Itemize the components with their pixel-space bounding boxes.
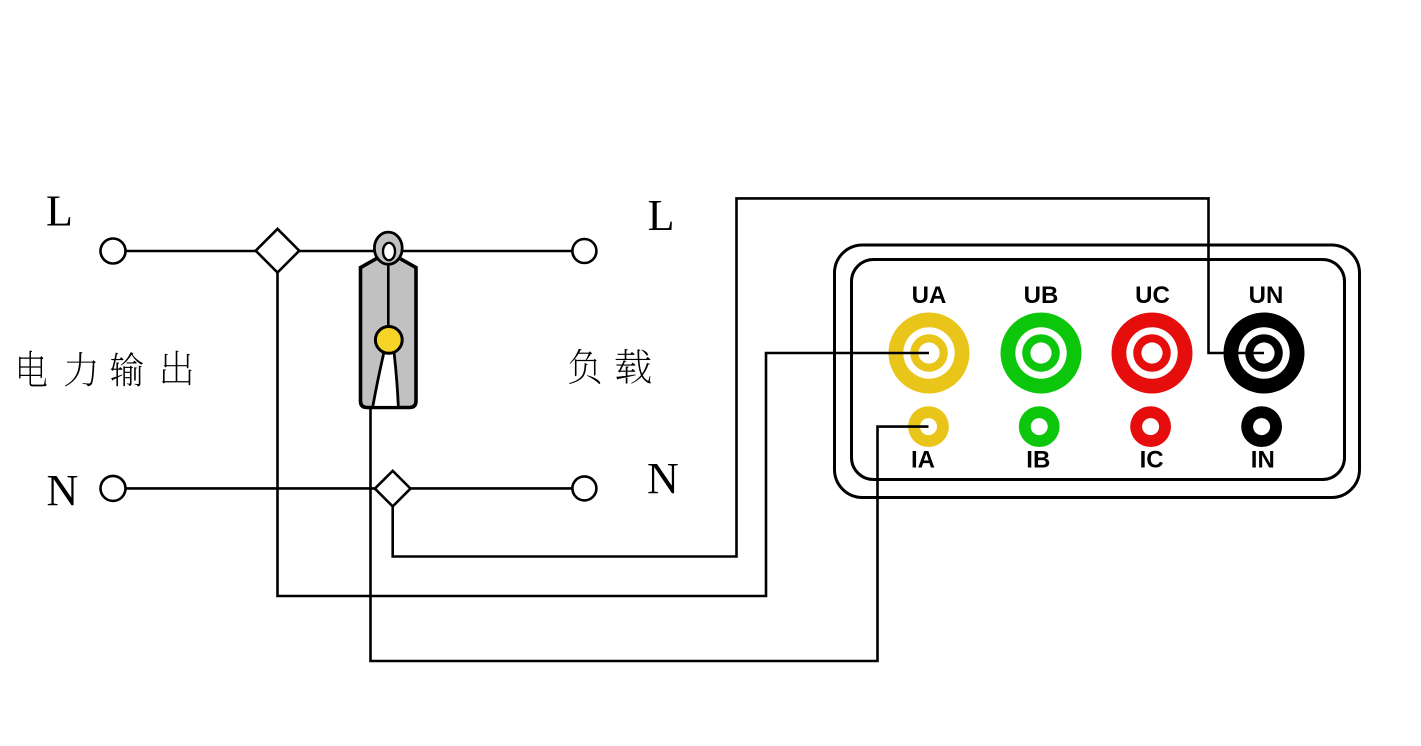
svg-text:N: N [47, 466, 79, 515]
svg-text:UA: UA [912, 282, 947, 309]
svg-text:L: L [46, 187, 73, 236]
svg-text:UN: UN [1249, 282, 1284, 309]
svg-text:IA: IA [911, 447, 935, 474]
svg-text:L: L [648, 191, 675, 240]
svg-text:UC: UC [1135, 282, 1170, 309]
svg-text:IC: IC [1140, 447, 1164, 474]
svg-text:IB: IB [1026, 447, 1050, 474]
svg-text:N: N [647, 454, 679, 503]
svg-text:UB: UB [1024, 282, 1059, 309]
svg-text:IN: IN [1251, 447, 1275, 474]
